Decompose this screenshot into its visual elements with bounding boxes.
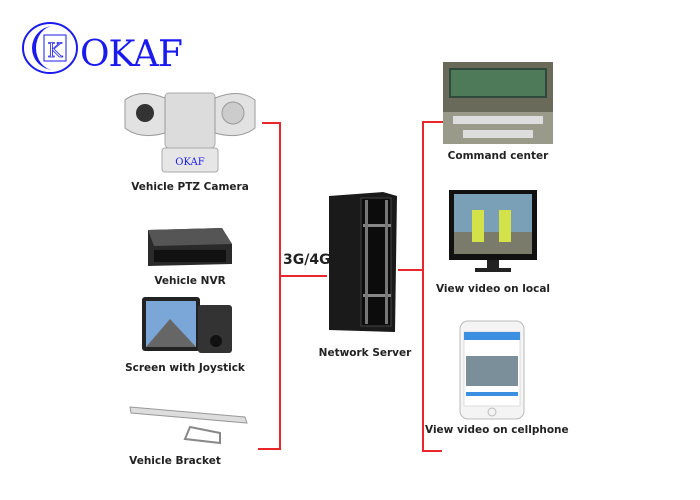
logo-text: OKAF (80, 34, 183, 75)
connector-line (422, 121, 424, 452)
nvr-image (148, 228, 232, 266)
network-server-image (329, 192, 397, 332)
network-label: 3G/4G (283, 252, 331, 268)
output-label-command-center: Command center (447, 150, 549, 162)
svg-text:OKAF: OKAF (175, 157, 204, 168)
local-monitor-image (449, 190, 537, 272)
logo-emblem-icon: K (22, 22, 78, 74)
vehicle-bracket-image (129, 406, 248, 445)
connector-line (258, 448, 280, 450)
connector-line (280, 275, 327, 277)
svg-text:K: K (48, 38, 64, 62)
device-label-screen-joystick: Screen with Joystick (125, 362, 245, 374)
command-center-image (443, 62, 553, 144)
cellphone-image (459, 320, 525, 420)
output-label-cellphone: View video on cellphone (425, 424, 569, 436)
connector-line (398, 269, 423, 271)
connector-line (422, 450, 442, 452)
device-label-ptz-camera: Vehicle PTZ Camera (131, 181, 249, 193)
output-label-local: View video on local (435, 283, 551, 295)
screen-joystick-image (142, 297, 232, 353)
server-label: Network Server (318, 347, 412, 359)
device-label-nvr: Vehicle NVR (154, 275, 226, 287)
connector-line (279, 122, 281, 450)
ptz-camera-image: OKAF (124, 92, 256, 173)
connector-line (422, 121, 444, 123)
connector-line (262, 122, 281, 124)
device-label-vehicle-bracket: Vehicle Bracket (129, 455, 221, 467)
